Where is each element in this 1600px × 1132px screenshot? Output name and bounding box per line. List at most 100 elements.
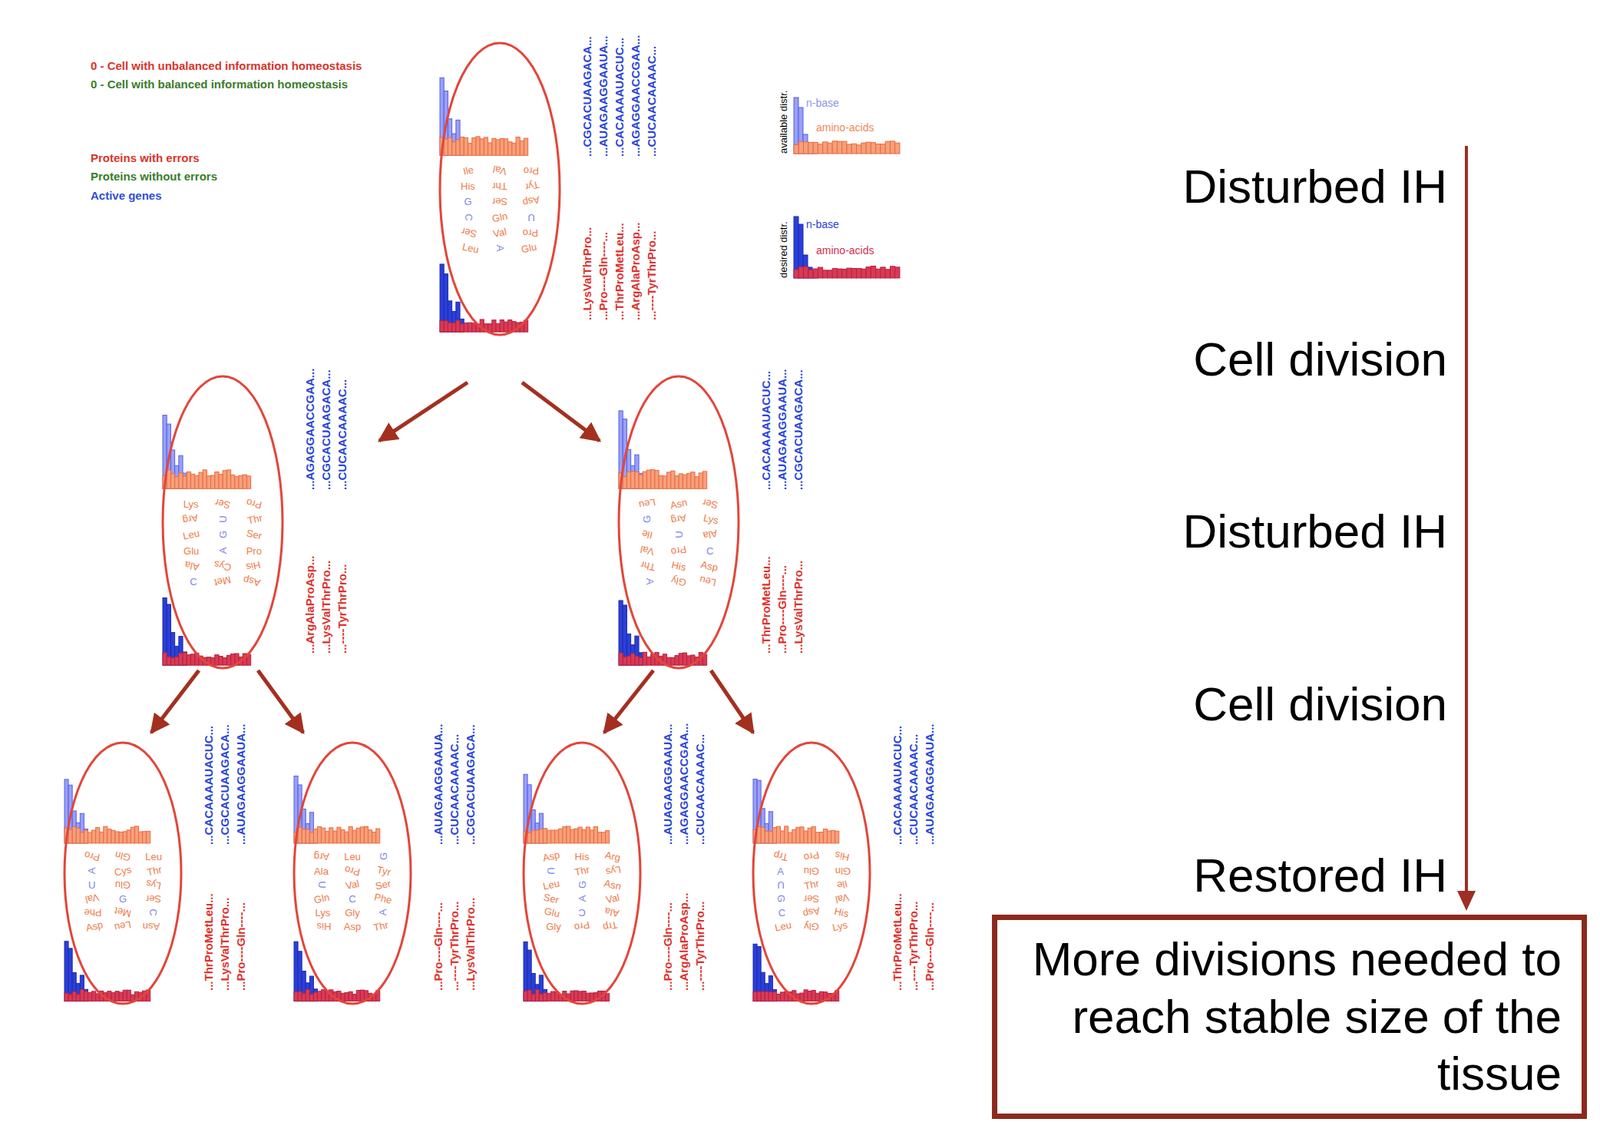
histogram-bar	[815, 992, 820, 1001]
histogram-bar	[631, 653, 635, 665]
histogram-bar	[76, 982, 80, 1001]
gene-sequence: ...CACAAAAUACUC...	[202, 725, 215, 845]
legend-entry: 0 - Cell with unbalanced information hom…	[90, 59, 362, 73]
histogram-bar	[301, 808, 306, 843]
legend-bar	[895, 142, 900, 154]
histogram-bar	[764, 983, 769, 1002]
cell: ...CGCACUAAGACA......AUAGAAGGAAUA......C…	[439, 42, 560, 335]
amino-acid-label: Asp	[541, 849, 561, 863]
amino-acid-label: Tyr	[375, 863, 391, 877]
histogram-bar	[294, 941, 298, 1001]
protein-sequence: ...----TyrThrPro...	[336, 564, 348, 654]
amino-acid-label: Ser	[460, 226, 478, 240]
amino-acid-label: Leu	[542, 877, 561, 891]
legend-entry: Proteins without errors	[90, 170, 218, 184]
histogram-bar	[68, 829, 73, 843]
amino-acid-label: Pro	[803, 849, 820, 863]
histogram-bar	[622, 476, 627, 490]
histogram-bar	[476, 136, 480, 156]
protein-sequence: ...----TyrThrPro...	[448, 901, 460, 991]
histogram-bar	[503, 321, 508, 332]
histogram-bar	[631, 644, 635, 666]
histogram-bar	[186, 654, 191, 666]
protein-sequence: ...Pro----Gln----...	[661, 902, 674, 991]
protein-sequence: ...LysValThrPro...	[581, 227, 593, 321]
histogram-bar	[447, 119, 452, 156]
histogram-bar	[678, 473, 683, 489]
histogram-bar	[352, 829, 357, 843]
amino-acid-label: Leu	[773, 919, 793, 933]
amino-acid-label: Asp	[802, 905, 822, 919]
histogram-bar	[654, 470, 659, 490]
histogram-bar	[87, 832, 92, 843]
histogram-bar	[170, 657, 175, 666]
histogram-bar	[178, 455, 183, 489]
series-label: n-base	[806, 97, 840, 109]
histogram-bar	[527, 989, 532, 1001]
histogram-bar	[626, 471, 631, 489]
protein-sequence: ...ArgAlaProAsp...	[304, 555, 316, 654]
protein-sequence: ...LysValThrPro...	[464, 897, 477, 991]
gene-sequence: ...CGCACUAAGACA...	[792, 370, 804, 491]
histogram-bar	[372, 831, 377, 843]
histogram-bar	[768, 830, 773, 843]
histogram-bar	[618, 600, 623, 665]
histogram-bar	[760, 991, 765, 1002]
gene-sequence: ...CUCAACAAAAC...	[448, 733, 460, 844]
amino-acid-label: Val	[604, 892, 621, 905]
histogram-bar	[222, 657, 227, 665]
histogram-bar	[95, 827, 100, 843]
histogram-bar	[367, 829, 372, 843]
histogram-bar	[348, 826, 353, 843]
amino-acid-label: His	[575, 851, 590, 862]
nucleotide-label: U	[674, 531, 685, 539]
histogram-bar	[348, 991, 353, 1001]
legend-bar	[876, 268, 881, 278]
histogram-bar	[768, 991, 773, 1001]
histogram-bar	[622, 656, 627, 665]
histogram-bar	[321, 827, 326, 843]
amino-acid-label: Glu	[183, 545, 199, 556]
histogram-bar	[309, 812, 314, 843]
amino-acid-label: Cys	[213, 558, 233, 572]
histogram-bar	[218, 474, 223, 490]
amino-acid-label: Pro	[522, 228, 539, 239]
histogram-bar	[79, 813, 84, 843]
nucleotide-label: A	[86, 866, 97, 874]
histogram-bar	[523, 941, 528, 1001]
legend-bar	[836, 141, 842, 154]
protein-sequence: ...Pro----Gln----...	[597, 231, 609, 321]
nucleotide-label: G	[577, 880, 588, 889]
amino-acid-label: Lys	[702, 512, 720, 526]
nucleotide-label: U	[88, 879, 96, 890]
legend-bar	[870, 142, 876, 154]
amino-acid-label: Ala	[603, 905, 620, 920]
histogram-bar	[175, 645, 179, 665]
histogram-bar	[313, 828, 318, 843]
stage-label: Disturbed IH	[1182, 158, 1448, 215]
available-histogram	[523, 773, 610, 843]
histogram-bar	[555, 829, 559, 843]
histogram-bar	[535, 823, 539, 843]
amino-acid-label: Ala	[184, 559, 201, 573]
histogram-bar	[519, 140, 524, 156]
amino-acid-label: Ser	[374, 877, 392, 891]
available-histogram	[618, 410, 708, 489]
amino-acid-label: His	[670, 559, 687, 573]
legend-bar	[803, 134, 808, 154]
histogram-bar	[764, 991, 769, 1001]
amino-acid-label: Met	[113, 905, 133, 919]
histogram-bar	[488, 142, 493, 156]
legend-entry: Active genes	[90, 189, 162, 203]
histogram-bar	[463, 323, 468, 333]
histogram-bar	[585, 992, 590, 1001]
amino-acid-label: Pro	[523, 165, 539, 176]
legend-bar	[798, 267, 804, 278]
legend-bar	[832, 268, 837, 278]
histogram-bar	[142, 831, 147, 843]
histogram-bar	[443, 320, 448, 332]
histogram-bar	[682, 652, 687, 665]
histogram-bar	[115, 991, 120, 1002]
amino-acid-label: Val	[84, 892, 100, 905]
gene-sequence: ...AUAGAAGGAAUA...	[597, 36, 609, 158]
